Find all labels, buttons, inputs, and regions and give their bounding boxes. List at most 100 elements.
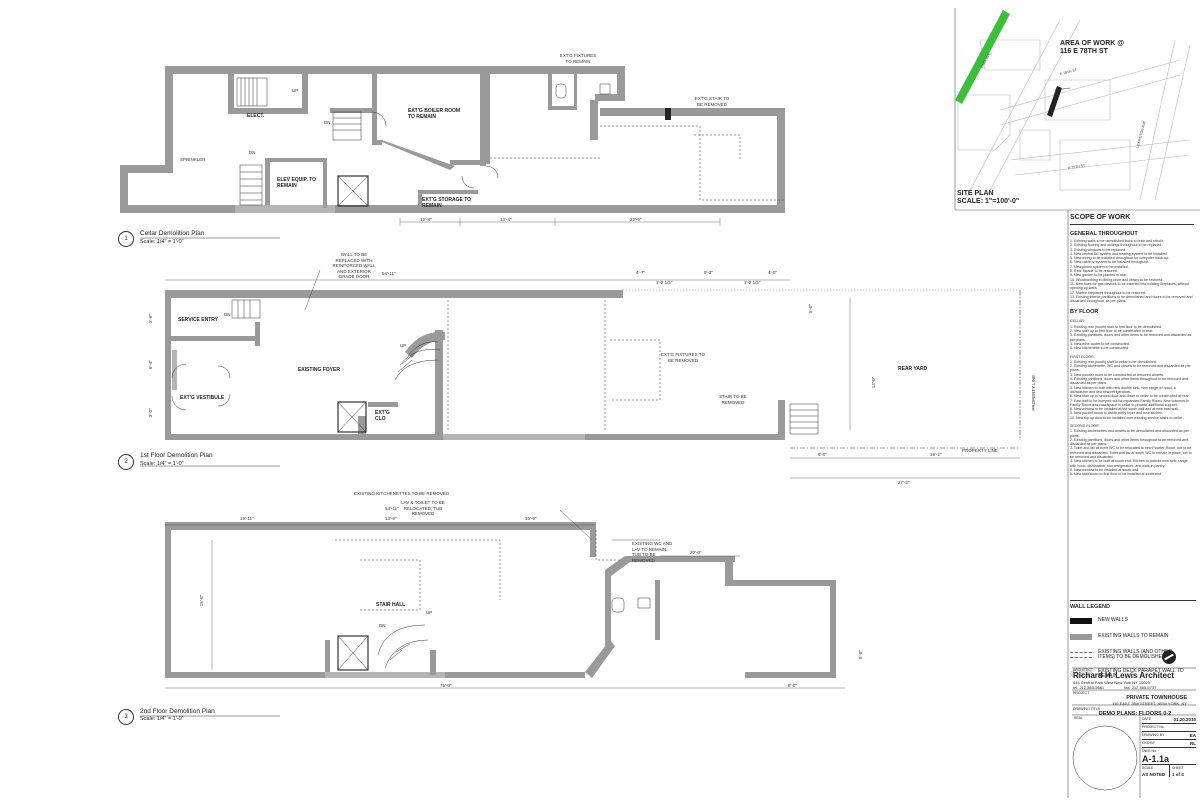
date-value: 01.20.2010 xyxy=(1173,717,1196,722)
second-dim-7: 8'-0" xyxy=(788,683,797,688)
scope-title: SCOPE OF WORK xyxy=(1070,214,1131,221)
first-floor-details xyxy=(171,269,1021,449)
general-title: GENERAL THROUGHOUT xyxy=(1070,231,1138,237)
seal-label: SEAL xyxy=(1074,716,1083,720)
note-wall-replace: WALL TO BE REPLACED WITH REINFORCED WALL… xyxy=(332,252,376,279)
dwg-value: A-1.1a xyxy=(1142,754,1170,764)
note-property-line-1: PROPERTY LINE xyxy=(1031,374,1037,411)
legend-swatch-new xyxy=(1070,618,1092,624)
cellar-plan-drawing xyxy=(120,66,785,213)
note-kitchenettes: EXISTING KITCHENETTES TO BE REMOVED xyxy=(354,491,450,496)
second-dim-3: 54'-11" xyxy=(385,506,399,511)
cellar-dim-lines xyxy=(399,218,721,226)
general-item: 1. Existing walls to be demolished back … xyxy=(1070,239,1164,243)
legend-row-new: NEW WALLS xyxy=(1070,614,1196,628)
first-dim-10: 2'-6" xyxy=(147,314,153,323)
drawn-value: EA xyxy=(1189,733,1196,738)
cellar-title: Cellar Demolition Plan xyxy=(140,230,205,237)
legend-row-demolish: EXISTING WALLS (AND OTHER ITEMS) TO BE D… xyxy=(1070,646,1196,664)
second-dim-6: 75'-0" xyxy=(440,683,452,688)
field-sheet: SHEET 1 of 4 xyxy=(1170,765,1184,777)
note-first-stair: STAIR TO BE REMOVED xyxy=(719,394,747,405)
second-dim-5: 20'-0" xyxy=(690,550,702,555)
first-dim-6: 5'-0" xyxy=(807,304,813,313)
room-rear-yard: REAR YARD xyxy=(898,366,928,372)
field-date: DATE 01.20.2010 xyxy=(1142,716,1196,724)
general-list: 1. Existing walls to be demolished back … xyxy=(1070,239,1194,303)
first-dim-8: 6'-4" xyxy=(147,360,153,369)
drawing-title: DEMO PLANS: FLOORS 0-2 xyxy=(1098,711,1172,717)
room-service-entry: SERVICE ENTRY xyxy=(178,317,219,323)
legend-swatch-demolish xyxy=(1070,652,1092,658)
cellar-details xyxy=(236,77,785,207)
general-item: 7. New phone system to be installed. xyxy=(1070,264,1129,269)
general-item: 12. Marble fireplaces throughout to be r… xyxy=(1070,290,1146,295)
field-checked: CKD BY RL xyxy=(1142,740,1196,748)
second-item: 4. New kitchen to be built at south end.… xyxy=(1070,459,1188,468)
site-plan-scale: SCALE: 1"=100'-0" xyxy=(957,198,1020,205)
room-elect: ELECT. xyxy=(247,113,265,119)
legend-swatch-remain xyxy=(1070,634,1092,640)
drawn-label: DRAWING BY xyxy=(1142,733,1165,737)
field-scale-sheet: SCALE AS NOTED SHEET 1 of 4 xyxy=(1142,765,1196,777)
legend-swatch-parapet xyxy=(1070,671,1092,677)
room-boiler: EXT'G BOILER ROOM TO REMAIN xyxy=(408,108,461,120)
architect-fax: fax: 212 865-5737 xyxy=(1124,685,1157,690)
legend-label-new: NEW WALLS xyxy=(1098,617,1128,624)
note-cellar-fixtures: EXT'G FIXTURES TO REMAIN xyxy=(559,53,597,64)
note-cellar-dn2: DN xyxy=(249,150,256,155)
note-second-up: UP xyxy=(426,610,433,615)
first-dim-13: 27'-2" xyxy=(898,480,910,485)
site-plan-title: SITE PLAN SCALE: 1"=100'-0" xyxy=(957,190,1019,206)
note-first-fixtures: EXT'G FIXTURES TO BE REMOVED xyxy=(661,352,705,363)
note-lav-toilet: LAV & TOILET TO BE RELOCATED; TUB REMOVE… xyxy=(401,500,445,516)
first-item: 2. Existing kitchenette, WC and closets … xyxy=(1070,364,1191,373)
first-item: 4. Existing partitions, doors and other … xyxy=(1070,377,1189,386)
first-dim-4: 1'-2 1/2" xyxy=(656,280,673,285)
cellar-dim-1: 13'-4" xyxy=(500,217,512,222)
room-stair-hall: STAIR HALL xyxy=(376,602,406,608)
cellar-scope-title: CELLAR: xyxy=(1070,319,1085,324)
scale-label: SCALE xyxy=(1142,766,1154,770)
first-dim-7: 13'-0" xyxy=(871,376,877,389)
scope-divider xyxy=(1070,224,1194,225)
plan-number-2: 2 xyxy=(118,454,134,470)
note-wc-lav: EXISTING WC AND LAV TO REMAIN, TUB TO BE… xyxy=(632,541,673,563)
note-cellar-dn1: DN xyxy=(324,120,331,125)
first-dim-9: 3'-2" xyxy=(147,408,153,417)
area-of-work-title: AREA OF WORK @ 116 E 78TH ST xyxy=(1060,40,1124,56)
second-floor-dim-lines xyxy=(165,524,845,689)
first-item: 5. New kitchen to built with new double … xyxy=(1070,385,1176,394)
note-property-line-2: PROPERTY LINE xyxy=(962,448,998,453)
plan-number-1: 1 xyxy=(118,231,134,247)
legend-label-remain: EXISTING WALLS TO REMAIN xyxy=(1098,633,1169,640)
second-dim-0: 19'-11" xyxy=(240,516,254,521)
field-dwg: DWG No. A-1.1a xyxy=(1142,748,1196,765)
first-dim-1: 4'-7" xyxy=(636,270,645,275)
general-item: 8. Rear façade to be restored. xyxy=(1070,269,1118,274)
wall-legend: WALL LEGEND NEW WALLS EXISTING WALLS TO … xyxy=(1070,600,1196,682)
checked-label: CKD BY xyxy=(1142,741,1156,745)
first-item: 9. New pocket doors to divide entry foye… xyxy=(1070,411,1164,416)
dwg-label: DWG No. xyxy=(1142,749,1157,753)
second-dim-4: 15'-8" xyxy=(199,594,205,607)
legend-label-parapet: EXISTING DECK PARAPET WALL TO REMAIN xyxy=(1098,667,1184,679)
field-scale: SCALE AS NOTED xyxy=(1142,765,1170,777)
legend-row-remain: EXISTING WALLS TO REMAIN xyxy=(1070,630,1196,644)
by-floor-title: BY FLOOR xyxy=(1070,309,1099,316)
site-plan-drawing xyxy=(955,10,1191,201)
second-item: 1. Existing kitchenettes and closets to … xyxy=(1070,429,1189,438)
general-item: 11. New flues for gas devices to be inse… xyxy=(1070,281,1190,291)
general-item: 13. Existing interior partitions to be d… xyxy=(1070,294,1193,304)
scale-value: AS NOTED xyxy=(1142,772,1166,777)
cellar-item: 1. Existing rear (south) stair to first … xyxy=(1070,324,1163,329)
second-dim-8: 5'-0" xyxy=(857,650,863,659)
general-item: 2. Existing flooring and ceilings throug… xyxy=(1070,243,1163,248)
drawing-title-label: DRAWING TITLE xyxy=(1073,707,1101,711)
cellar-item: 4. New wine cooler to be constructed. xyxy=(1070,341,1130,346)
second-title: 2nd Floor Demolition Plan xyxy=(140,708,215,715)
title-block-fields: DATE 01.20.2010 PROJECT No. DRAWING BY E… xyxy=(1142,716,1196,777)
project-address: 116 EAST 78th STREET, NEW YORK, NY xyxy=(1112,701,1187,706)
first-floor-dim-lines xyxy=(165,279,1020,479)
